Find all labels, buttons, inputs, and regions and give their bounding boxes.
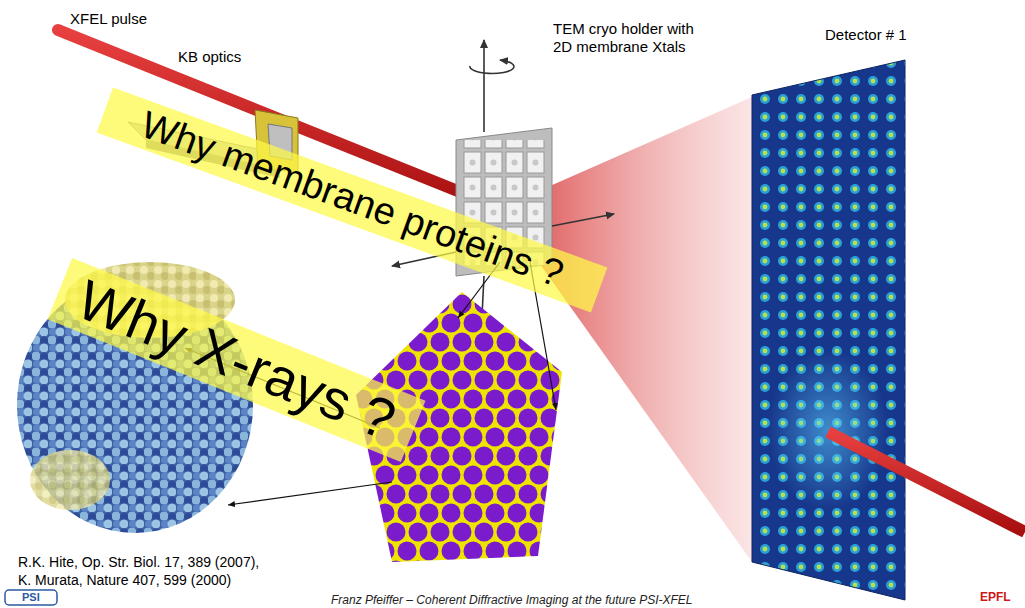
detector-label: Detector # 1	[825, 26, 907, 44]
reference: R.K. Hite, Op. Str. Biol. 17, 389 (2007)…	[18, 554, 259, 571]
psi-logo-frame	[5, 590, 57, 605]
reference: K. Murata, Nature 407, 599 (2000)	[18, 572, 231, 589]
xfel-beam-out	[828, 432, 1025, 532]
holder-label: TEM cryo holder with 2D membrane Xtals	[553, 20, 713, 56]
psi-logo: PSI	[22, 591, 40, 604]
epfl-logo: EPFL	[980, 590, 1011, 604]
detector	[752, 60, 905, 600]
beam-label: XFEL pulse	[70, 10, 147, 28]
optics-label: KB optics	[178, 48, 241, 66]
footer-text: Franz Pfeiffer – Coherent Diffractive Im…	[331, 593, 693, 607]
